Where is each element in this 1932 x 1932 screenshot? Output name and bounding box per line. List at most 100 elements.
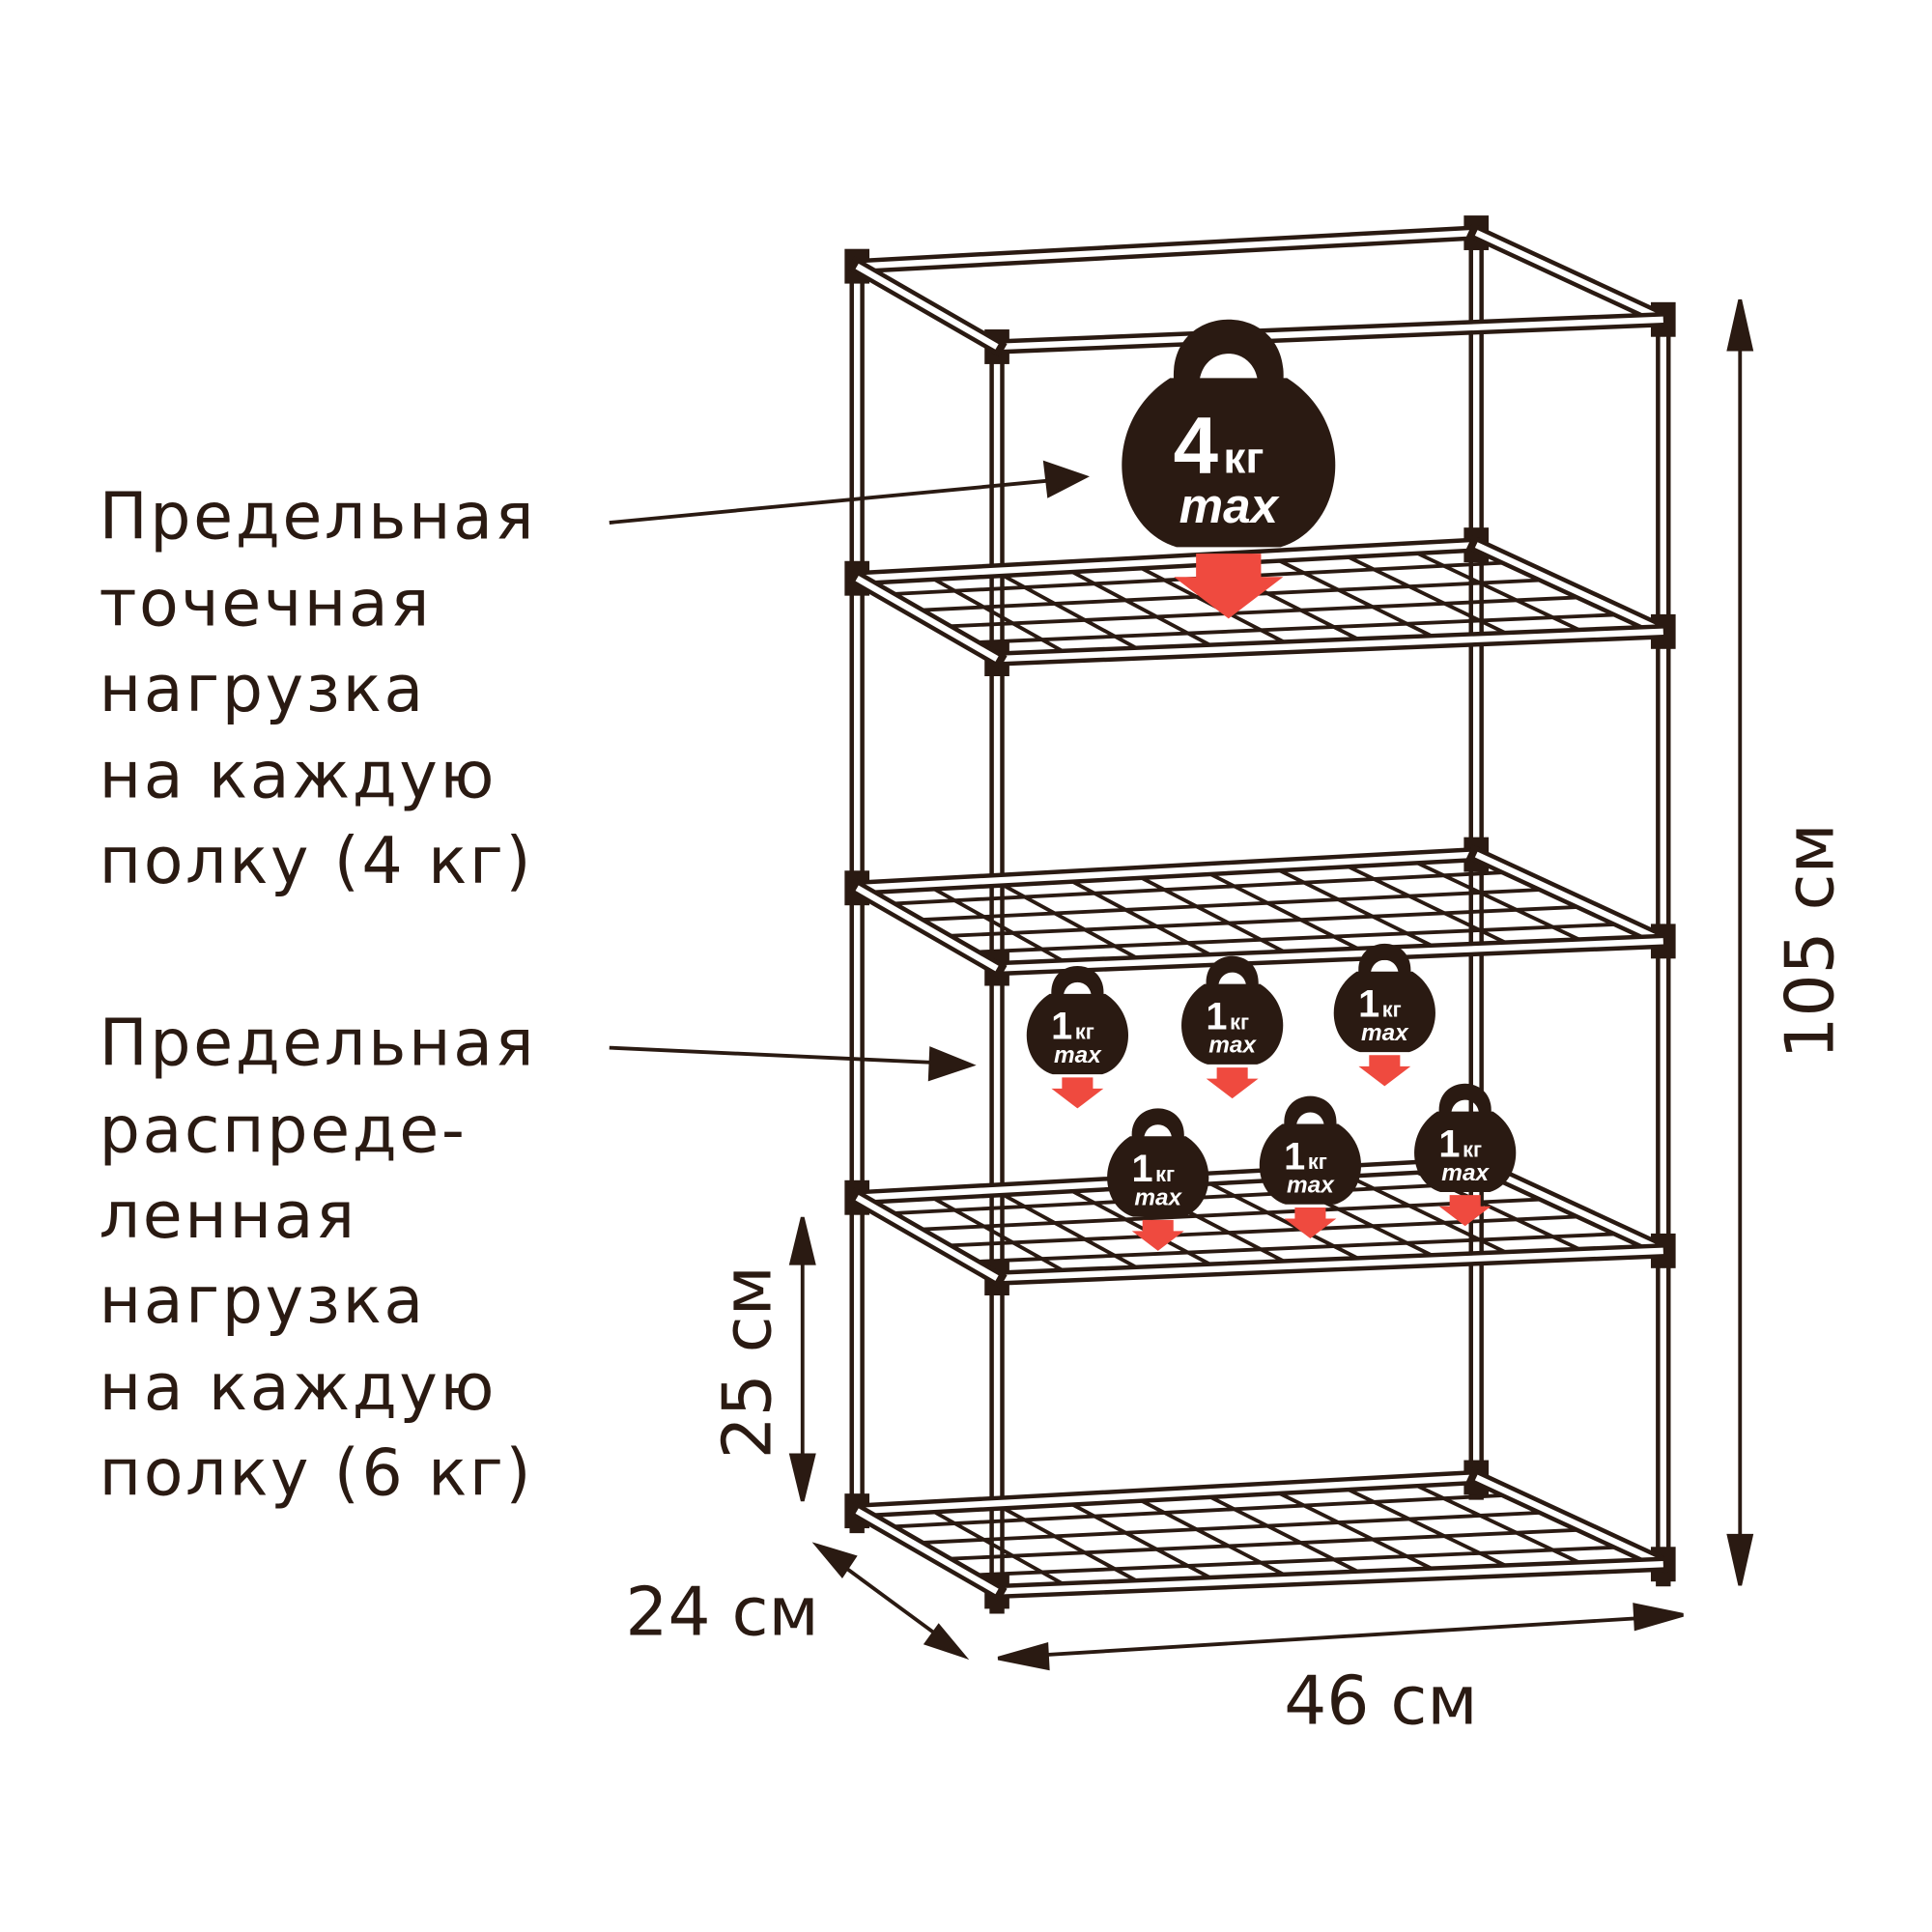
kettlebell-unit: кг xyxy=(1308,1150,1327,1174)
width-label: 46 см xyxy=(1284,1663,1477,1741)
kettlebell-unit: кг xyxy=(1382,998,1402,1022)
rail-right-highlight xyxy=(1474,230,1665,323)
kettlebell-weight: 4 xyxy=(1174,400,1218,491)
label-line: на каждую xyxy=(99,1350,497,1425)
down-arrow-icon xyxy=(1051,1077,1104,1109)
arrowhead-icon xyxy=(1042,460,1090,498)
point-load-label: Предельная точечная нагрузка на каждую п… xyxy=(99,479,537,898)
rail-back-highlight xyxy=(857,541,1477,582)
kettlebell-body xyxy=(1181,983,1284,1065)
shelf-wire xyxy=(1406,547,1590,637)
rail-left-highlight xyxy=(855,575,999,662)
kettlebell-handle xyxy=(1051,966,1104,1004)
shelf-wire xyxy=(968,1232,1627,1264)
shelf-wire xyxy=(913,1510,1551,1546)
down-arrow-icon xyxy=(1131,1219,1184,1251)
shelf-wire xyxy=(993,1188,1147,1274)
kettlebell-weight: 1 xyxy=(1051,1006,1072,1048)
arrowhead-icon xyxy=(788,1216,816,1265)
depth-label: 24 см xyxy=(625,1574,818,1651)
kettlebell-weight: 1 xyxy=(1438,1122,1460,1165)
kettlebell-weight: 1 xyxy=(1206,995,1227,1037)
rail-left-highlight xyxy=(855,263,999,350)
height-label: 105 см xyxy=(1772,823,1849,1059)
shelf-wire xyxy=(993,569,1147,655)
rail-back-highlight xyxy=(857,1474,1477,1515)
shelf-wire xyxy=(1337,1170,1517,1259)
shelf-wire xyxy=(941,1527,1589,1562)
shelf-wire xyxy=(968,922,1627,954)
shelf-wire xyxy=(941,904,1589,939)
shelf-wire xyxy=(913,1197,1551,1232)
shelf-wire xyxy=(1337,860,1517,950)
point-load-pointer xyxy=(609,478,1051,525)
kettlebell-unit: кг xyxy=(1223,434,1264,483)
shelf-wire xyxy=(1406,856,1590,947)
label-line: Предельная xyxy=(99,479,537,554)
rail-back-highlight xyxy=(857,229,1477,270)
arrowhead-icon xyxy=(997,1642,1050,1671)
label-line: на каждую xyxy=(99,738,497,813)
shelf-wire xyxy=(1406,1479,1590,1570)
kettlebell-handle xyxy=(1131,1108,1184,1146)
shelf-wire xyxy=(1268,864,1442,952)
kettlebell-max: max xyxy=(1208,1033,1257,1059)
kettlebell-weight: 1 xyxy=(1358,983,1379,1026)
shelf-wire xyxy=(941,595,1589,629)
shelf-wire xyxy=(1062,1184,1220,1271)
arrowhead-icon xyxy=(923,1623,970,1661)
arrowhead-icon xyxy=(1726,298,1754,352)
label-line: точечная xyxy=(99,565,432,640)
kettlebell-body xyxy=(1414,1111,1517,1192)
label-line: полку (4 кг) xyxy=(99,823,534,898)
kettlebell-body xyxy=(1107,1136,1209,1217)
rail-right-highlight xyxy=(1474,542,1665,635)
down-arrow-icon xyxy=(1206,1067,1259,1099)
label-line: нагрузка xyxy=(99,651,426,726)
kettlebell-handle xyxy=(1438,1083,1492,1122)
shelf-wire xyxy=(1062,874,1220,961)
rail-left-highlight xyxy=(855,885,999,972)
label-line: полку (6 кг) xyxy=(99,1435,534,1510)
arrowhead-icon xyxy=(927,1046,977,1082)
label-line: нагрузка xyxy=(99,1263,426,1338)
kettlebell-weight: 1 xyxy=(1284,1135,1305,1178)
label-line: распреде- xyxy=(99,1092,468,1167)
rail-front-highlight xyxy=(996,316,1663,351)
kettlebell-max: max xyxy=(1134,1184,1182,1210)
kettlebell-handle xyxy=(1358,943,1411,981)
kettlebell-max: max xyxy=(1054,1042,1102,1068)
down-arrow-icon xyxy=(1438,1195,1492,1227)
rail-left-highlight xyxy=(855,1194,999,1281)
width-dimension-line xyxy=(1009,1614,1672,1660)
kettlebell-handle xyxy=(1284,1095,1337,1134)
distributed-load-pointer xyxy=(609,1045,936,1065)
kettlebell-body xyxy=(1333,971,1435,1053)
kettlebell-unit: кг xyxy=(1230,1009,1249,1034)
shelf-wire xyxy=(924,573,1072,658)
kettlebell-body xyxy=(1026,993,1128,1075)
rail-front-highlight xyxy=(996,938,1663,972)
shelf-wire xyxy=(1200,1177,1369,1265)
arrowhead-icon xyxy=(1633,1603,1684,1632)
shelf-wire xyxy=(968,611,1627,645)
shelf-wire xyxy=(924,1505,1072,1590)
shelf-wire xyxy=(993,878,1147,964)
distributed-load-label: Предельная распреде- ленная нагрузка на … xyxy=(99,1006,534,1511)
shelf-wire xyxy=(913,887,1551,923)
kettlebell-max: max xyxy=(1361,1020,1409,1046)
kettlebell-body xyxy=(1122,378,1336,548)
rail-front-highlight xyxy=(996,1561,1663,1595)
kettlebell-unit: кг xyxy=(1155,1162,1175,1186)
arrowhead-icon xyxy=(811,1542,858,1578)
shelf-wire xyxy=(1200,1491,1369,1578)
shelf-wire xyxy=(941,1214,1589,1248)
shelf-wire xyxy=(1131,1494,1294,1581)
